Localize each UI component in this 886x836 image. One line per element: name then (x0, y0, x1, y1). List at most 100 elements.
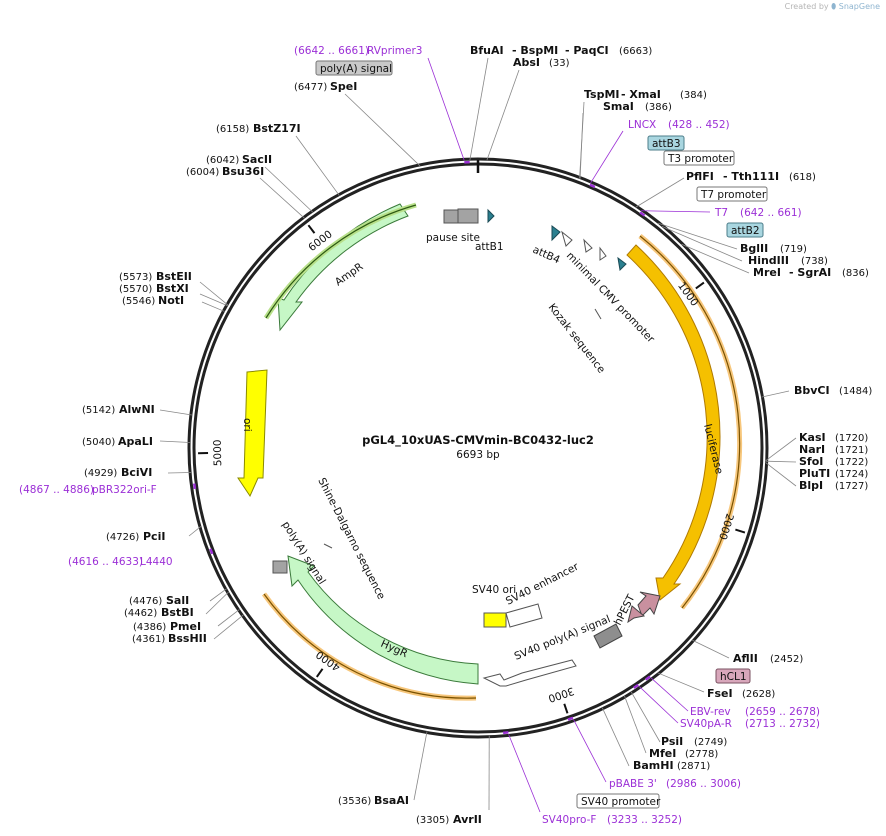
attb3-box-label: attB3 (652, 138, 681, 150)
enzyme-blpi: BlpI (799, 479, 823, 492)
luciferase-label: luciferase (701, 423, 725, 475)
enzyme-bstz17i-pos: (6158) (216, 124, 249, 135)
leader-line-29 (630, 691, 661, 743)
enzyme-xmai-pos: (384) (680, 90, 707, 101)
enzyme-sfoi: SfoI (799, 455, 823, 468)
primer-rvprimer3: RVprimer3 (367, 45, 423, 57)
leader-line-22 (188, 526, 202, 537)
ruler-label-4000: 4000 (314, 648, 343, 673)
enzyme-bsaai: BsaAI (374, 794, 409, 807)
luciferase-arrow (626, 244, 721, 601)
primer-sv40par: SV40pA-R (680, 718, 732, 730)
enzyme-absi-pos: (33) (549, 58, 570, 69)
leader-line-24 (205, 591, 229, 615)
leader-line-4 (579, 112, 584, 179)
enzyme-pcii-pos: (4726) (106, 532, 139, 543)
attb2-arrow (617, 256, 627, 272)
leader-line-27 (692, 639, 730, 659)
hygr-arrow (287, 555, 479, 685)
leader-line-11 (681, 243, 750, 274)
enzyme-blpi-pos: (1727) (835, 481, 868, 492)
enzyme-apali-pos: (5040) (82, 437, 115, 448)
snapgene-logo-icon: ⬮ (831, 2, 837, 11)
leader-line-13 (199, 293, 228, 307)
hygr-cds-line (263, 593, 477, 699)
t3-promoter-arrow (561, 230, 573, 247)
attb4-label: attB4 (531, 244, 562, 267)
enzyme-bamhi: BamHI (633, 759, 674, 772)
primer-pbabe3: pBABE 3' (609, 778, 657, 790)
enzyme-smai: SmaI (603, 100, 634, 113)
leader-line-28 (657, 672, 705, 693)
leader-line-1 (486, 69, 520, 161)
enzyme-bstbi: BstBI (161, 606, 194, 619)
attb1-label: attB1 (475, 241, 504, 253)
ampr-cds-line (265, 204, 417, 319)
enzyme-bsaai-pos: (3536) (338, 796, 371, 807)
enzyme-bstz17i: BstZ17I (253, 122, 301, 135)
enzyme-bspmi: - BspMI (512, 44, 558, 57)
leader-line-39 (573, 719, 607, 783)
leader-line-8 (635, 177, 685, 208)
leader-line-0 (469, 57, 489, 161)
primer-site-mark-t7 (639, 211, 646, 217)
sv40-ori-label: SV40 ori (472, 584, 516, 596)
enzyme-tth111i-pos: (618) (789, 172, 816, 183)
leader-line-40 (508, 734, 541, 813)
enzyme-bfuai: BfuAI (470, 44, 504, 57)
enzyme-bcivi: BciVI (121, 466, 152, 479)
enzyme-bsu36i-pos: (6004) (186, 167, 219, 178)
primer-site-mark-ebvrev (644, 675, 651, 681)
enzyme-sacii-pos: (6042) (206, 155, 239, 166)
t3-box-label: T3 promoter (667, 153, 734, 165)
sv40-promoter-block (593, 623, 623, 649)
primer-t7: T7 (714, 207, 728, 219)
enzyme-alwni: AlwNI (119, 403, 155, 416)
enzyme-avrii: AvrII (453, 813, 482, 826)
enzyme-psii-pos: (2749) (694, 737, 727, 748)
hcl1-arrow (627, 605, 646, 624)
enzyme-nari: NarI (799, 443, 825, 456)
leader-line-2 (344, 93, 421, 167)
t7-promoter-box (696, 186, 768, 202)
primer-t7-pos: (642 .. 661) (740, 207, 802, 219)
primer-l4440-pos: (4616 .. 4633) (68, 556, 143, 568)
ruler-label-2000: 2000 (716, 512, 736, 541)
ruler-tick-6000 (307, 224, 316, 234)
leader-line-37 (650, 677, 689, 712)
t7-promoter-arrow (599, 246, 607, 261)
enzyme-bamhi-pos: (2871) (677, 761, 710, 772)
enzyme-bbvci-pos: (1484) (839, 386, 872, 397)
primer-site-mark-lncx (589, 183, 596, 189)
kozak-mark (594, 308, 602, 320)
pause-site-block-2 (457, 208, 479, 224)
minimal-cmv-arrow (583, 238, 593, 253)
sv40-enhancer-block (505, 603, 543, 628)
enzyme-mrei: MreI (753, 266, 781, 279)
hcl1-box (715, 668, 751, 684)
leader-line-30 (624, 695, 647, 754)
primer-site-mark-sv40prof (502, 731, 509, 735)
t7-promoter-box-label: T7 promoter (700, 189, 767, 201)
backbone-outer-strand (187, 157, 769, 739)
enzyme-pflfi: PflFI (686, 170, 714, 183)
plasmid-name: pGL4_10xUAS-CMVmin-BC0432-luc2 (362, 433, 594, 448)
attb2-box (726, 222, 764, 238)
credit-brand: SnapGene (838, 2, 880, 11)
enzyme-sacii: SacII (242, 153, 272, 166)
leader-line-5 (295, 135, 340, 196)
enzyme-bstxi-pos: (5570) (119, 284, 152, 295)
leader-line-10 (661, 226, 743, 262)
leader-line-17 (159, 440, 191, 443)
enzyme-bglii: BglII (740, 242, 768, 255)
attb3-box (647, 135, 685, 151)
primer-pbr322: pBR322ori-F (92, 484, 157, 496)
leader-line-9 (657, 222, 738, 250)
enzyme-bbvci: BbvCI (794, 384, 830, 397)
enzyme-pcii: PciI (143, 530, 165, 543)
primer-sv40par-pos: (2713 .. 2732) (745, 718, 820, 730)
primer-ebvrev: EBV-rev (690, 706, 731, 718)
primer-lncx-pos: (428 .. 452) (668, 119, 730, 131)
enzyme-pmei-pos: (4386) (133, 622, 166, 633)
